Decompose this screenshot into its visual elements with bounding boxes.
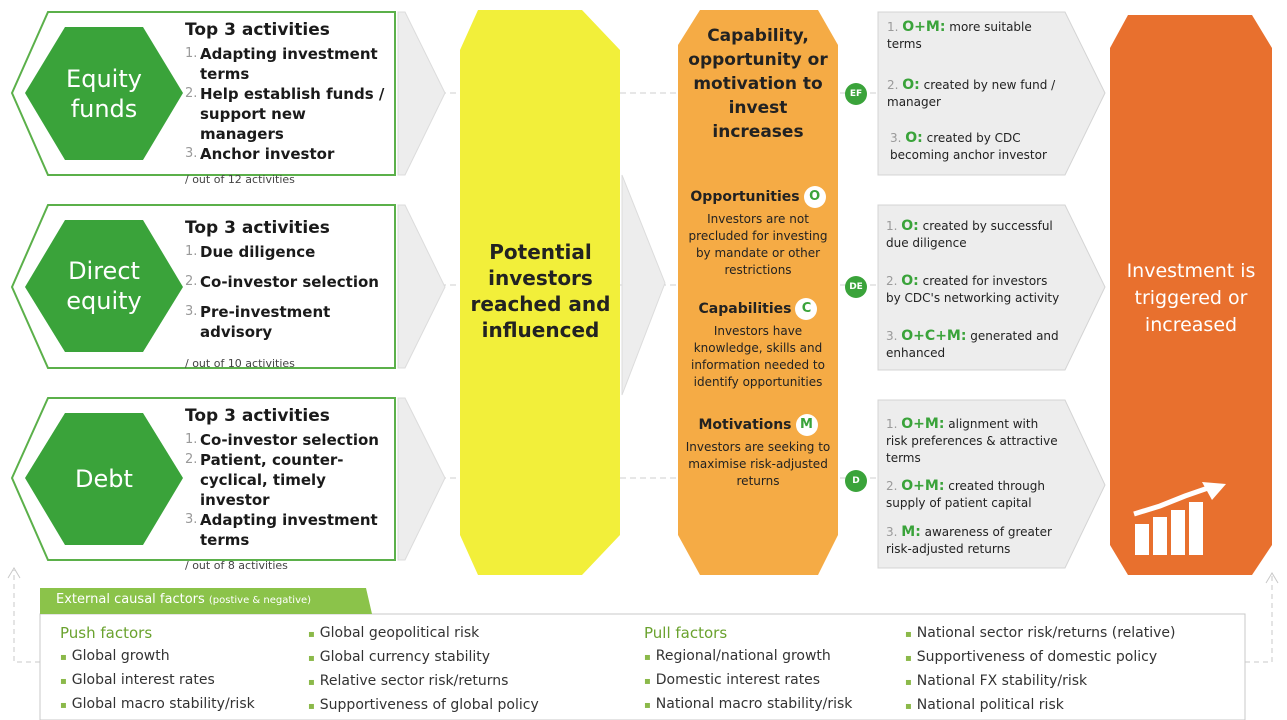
external-tab: External causal factors (postive & negat… [56,592,312,607]
factor-item: ▪Supportiveness of global policy [308,697,539,713]
factor-item: ▪Supportiveness of domestic policy [905,649,1158,665]
outcome-label: Investment is triggered or increased [1126,260,1256,336]
row-debt-activities: Top 3 activities 1.Co-investor selection… [185,406,390,576]
circle-de: DE [845,276,867,298]
factor-item: ▪National FX stability/risk [905,673,1088,689]
circle-ef: EF [845,83,867,105]
capability-title: Capability, opportunity or motivation to… [688,26,828,142]
activity-item: 3.Pre-investment advisory [185,303,331,341]
factor-item: ▪Regional/national growth [644,648,831,664]
factor-item: ▪National macro stability/risk [644,696,853,712]
activity-item: 2.Patient, counter-cyclical, timely inve… [185,451,344,509]
pull-factors-col2: ▪National sector risk/returns (relative)… [905,622,1175,718]
row-direct-equity-hex: Direct equity [40,256,168,316]
center-label: Potential investors reached and influenc… [470,240,611,342]
row-direct-equity-activities: Top 3 activities 1.Due diligence 2.Co-in… [185,218,395,374]
factor-item: ▪Global macro stability/risk [60,696,255,712]
factor-item: ▪Global growth [60,648,170,664]
row-name: Direct equity [66,257,142,315]
factor-item: ▪National sector risk/returns (relative) [905,625,1176,641]
factor-item: ▪Global geopolitical risk [308,625,480,641]
activity-item: 3.Adapting investment terms [185,511,378,549]
activities-title: Top 3 activities [185,20,330,40]
chevron-item: 1. O: created by successful due diligenc… [886,218,1053,250]
pull-factors-heading: Pull factors [644,624,728,642]
activities-footnote: / out of 12 activities [185,173,295,186]
badge-o: O [803,186,826,208]
activity-item: 1.Due diligence [185,243,316,261]
activity-item: 1.Co-investor selection [185,431,379,449]
chevron-item: 3. O+C+M: generated and enhanced [886,328,1059,360]
growth-chart-icon [1133,482,1226,555]
badge-m: M [795,414,818,436]
factor-item: ▪Global currency stability [308,649,491,665]
capabilities-text: Investors have knowledge, skills and inf… [691,324,825,389]
circle-d: D [845,470,867,492]
factor-item: ▪National political risk [905,697,1064,713]
factor-item: ▪Domestic interest rates [644,672,821,688]
push-factors-col: Push factors ▪Global growth ▪Global inte… [60,622,255,717]
chevron-item: 2. O+M: created through supply of patien… [886,478,1045,510]
chevron-item: 2. O: created for investors by CDC's net… [886,273,1060,305]
chevron-item: 3. M: awareness of greater risk-adjusted… [886,524,1052,556]
badge-c: C [795,298,818,320]
row-name: Debt [75,465,133,493]
row-debt-hex: Debt [40,464,168,494]
activity-item: 1.Adapting investment terms [185,45,378,83]
activities-footnote: / out of 8 activities [185,559,288,572]
chevron-item: 1. O+M: more suitable terms [887,19,1032,51]
activities-title: Top 3 activities [185,406,330,426]
activities-title: Top 3 activities [185,218,330,238]
activity-item: 2.Co-investor selection [185,273,379,291]
row-equity-funds-activities: Top 3 activities 1.Adapting investment t… [185,20,390,190]
factor-item: ▪Global interest rates [60,672,215,688]
row-equity-funds-hex: Equity funds [40,64,168,124]
motivations-text: Investors are seeking to maximise risk-a… [685,440,831,488]
activity-item: 3.Anchor investor [185,145,335,163]
chevron-item: 3. O: created by CDC becoming anchor inv… [890,130,1047,162]
activity-item: 2.Help establish funds / support new man… [185,85,385,143]
chevron-item: 1. O+M: alignment with risk preferences … [886,416,1058,465]
chevron-item: 2. O: created by new fund / manager [887,77,1056,109]
factor-item: ▪Relative sector risk/returns [308,673,509,689]
external-tab-note: (postive & negative) [208,595,312,606]
activities-footnote: / out of 10 activities [185,357,295,370]
opportunities-text: Investors are not precluded for investin… [688,212,828,277]
row-name: Equity funds [66,65,142,123]
pull-factors-col: Pull factors ▪Regional/national growth ▪… [644,622,852,717]
push-factors-col2: ▪Global geopolitical risk ▪Global curren… [308,622,539,718]
push-factors-heading: Push factors [60,624,153,642]
